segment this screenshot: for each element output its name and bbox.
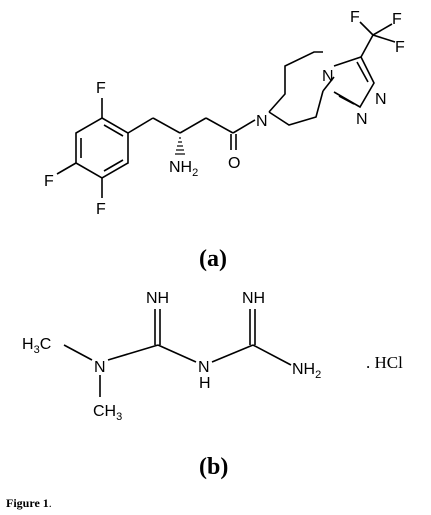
bond-carbonyl-n <box>232 119 256 134</box>
atom-n-triazole-1: N <box>375 91 387 108</box>
bond-f-left <box>56 162 77 175</box>
bond-cf3-f1 <box>359 21 374 36</box>
triazole-double-1 <box>356 61 369 83</box>
bond-c1-nbridge <box>157 344 197 363</box>
hashed-wedge-nh2 <box>175 137 185 155</box>
bond-cf3-f2 <box>372 23 393 36</box>
atom-n-ring: N <box>322 68 334 85</box>
atom-labels-a: F F F NH2 O N N N N F F F <box>44 9 405 218</box>
atom-nh2-b: NH2 <box>292 361 321 381</box>
atom-o: O <box>228 155 240 172</box>
bond-n-ring-bottom <box>322 76 335 92</box>
atom-n-triazole-2: N <box>356 111 368 128</box>
panel-label-a: (a) <box>199 246 227 272</box>
atom-ch3: CH3 <box>93 403 122 423</box>
panel-label-b: (b) <box>199 454 228 480</box>
piperazine-ring <box>268 51 324 126</box>
atom-n-dimethyl: N <box>94 359 106 376</box>
bond-cf3-f3 <box>372 34 396 43</box>
benzene-ring <box>75 117 129 179</box>
caption-label: Figure 1 <box>6 496 49 510</box>
atom-h-bridge: H <box>199 375 211 392</box>
atom-h3c: H3C <box>22 336 51 356</box>
bond-nbridge-c2 <box>211 344 254 363</box>
bond-n-c1 <box>107 344 159 361</box>
atom-nh2: NH2 <box>169 159 198 179</box>
atom-n-bridge: N <box>198 359 210 376</box>
atom-labels-b: NH NH H3C N CH3 N H NH2 . HCl <box>22 290 403 423</box>
benzene-inner-bonds <box>80 124 124 172</box>
caption-punct: . <box>48 496 52 510</box>
atom-f-bottom: F <box>96 201 106 218</box>
structure-b-metformin <box>63 309 292 397</box>
atom-nh-left: NH <box>146 290 169 307</box>
triazole-double-2 <box>338 95 355 105</box>
atom-f-left: F <box>44 173 54 190</box>
bond-chiral-ch2 <box>179 117 207 134</box>
bond-ring-ch2 <box>127 117 154 134</box>
atom-cf3-f2: F <box>392 11 402 28</box>
bond-ch2-chiral <box>152 117 181 134</box>
atom-cf3-f3: F <box>395 39 405 56</box>
bond-ch2-carbonyl <box>205 117 234 134</box>
bond-c2-nh2 <box>252 344 292 366</box>
bond-h3c-n <box>63 344 93 361</box>
salt-hcl: . HCl <box>366 353 403 372</box>
atom-nh-right: NH <box>242 290 265 307</box>
atom-cf3-f1: F <box>350 9 360 26</box>
atom-f-top: F <box>96 80 106 97</box>
atom-n-amide: N <box>256 113 268 130</box>
bond-triazole-cf3 <box>360 34 374 58</box>
structure-a-sitagliptin <box>56 21 396 198</box>
figure-caption: Figure 1. <box>6 496 52 511</box>
